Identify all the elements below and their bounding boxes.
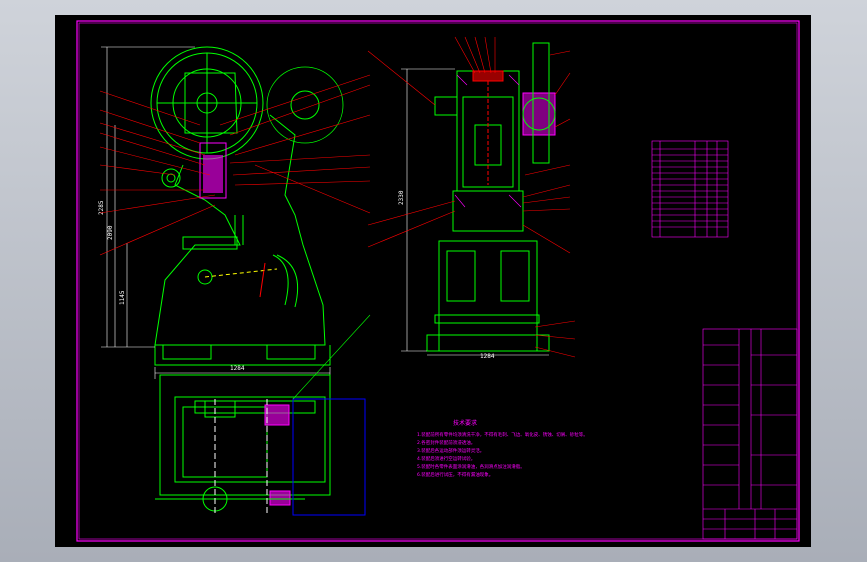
notes-title: 技术要求 [453, 419, 477, 427]
parts-table-small [651, 140, 729, 238]
side-view [426, 42, 556, 352]
notes-line-2: 2.各密封件装配前须浸透油。 [417, 439, 475, 446]
dim-side-height: 2330 [398, 190, 405, 205]
press-assembly-drawing: 2285 2090 1145 1284 [76, 20, 800, 542]
dim-height-mid: 2090 [107, 225, 114, 240]
top-view [155, 374, 331, 515]
front-view [150, 46, 344, 366]
dim-front-width: 1284 [230, 365, 245, 372]
title-block [702, 328, 798, 540]
side-hatch [454, 74, 522, 208]
dim-height-table: 1145 [119, 290, 126, 305]
drawing-sheet: 2285 2090 1145 1284 [55, 15, 811, 547]
notes-line-4: 4.装配后须进行空运转试验。 [417, 455, 475, 462]
dim-height-total: 2285 [98, 200, 105, 215]
inner-frame [78, 22, 798, 540]
notes-line-5: 5.装配时各零件表面涂润滑油，各润滑点加注润滑脂。 [417, 463, 525, 470]
handwheel-icon [161, 168, 181, 188]
dim-side-width: 1284 [480, 353, 495, 360]
technical-notes: 技术要求 1.装配前所有零件均须清洗干净，不得有毛刺、飞边、氧化皮、锈蚀、切屑、… [417, 419, 588, 478]
front-leaders [99, 74, 371, 256]
side-dimensions [401, 68, 549, 356]
motor-leader [292, 314, 371, 400]
notes-line-6: 6.装配后进行试压，不得有漏油现象。 [417, 471, 493, 478]
front-dimensions [101, 46, 331, 379]
notes-line-1: 1.装配前所有零件均须清洗干净，不得有毛刺、飞边、氧化皮、锈蚀、切屑、砂粒等。 [417, 431, 588, 438]
side-leaders [367, 36, 576, 358]
notes-line-3: 3.装配后各运动部件须运转灵活。 [417, 447, 484, 454]
motor-outline [292, 398, 366, 516]
outer-frame [76, 20, 800, 542]
